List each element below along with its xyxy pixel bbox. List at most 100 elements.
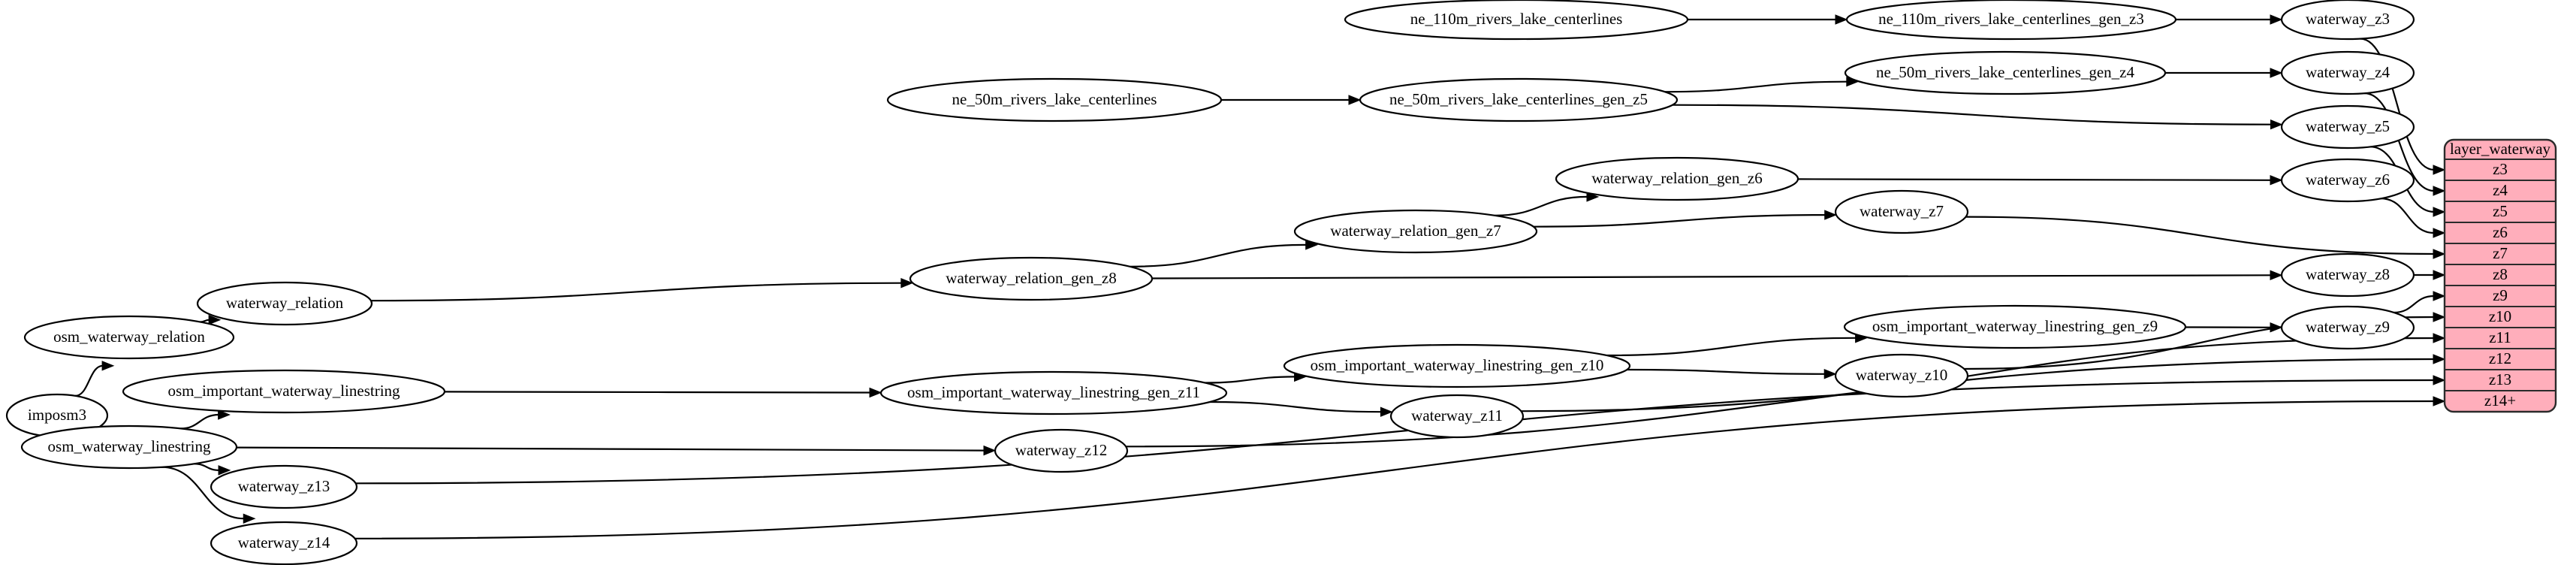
node-shape (1834, 353, 1969, 398)
node-osm_important_waterway_linestring_gen_z9[interactable]: osm_important_waterway_linestring_gen_z9 (1843, 304, 2187, 349)
edges-layer (64, 14, 2446, 539)
node-ne_110m_rivers_lake_centerlines[interactable]: ne_110m_rivers_lake_centerlines (1344, 0, 1689, 41)
node-osm_important_waterway_linestring[interactable]: osm_important_waterway_linestring (122, 369, 446, 414)
node-ne_50m_rivers_lake_centerlines[interactable]: ne_50m_rivers_lake_centerlines (886, 77, 1223, 122)
node-waterway_relation_gen_z6[interactable]: waterway_relation_gen_z6 (1555, 156, 1799, 201)
edge-arrowhead (2433, 249, 2446, 259)
table-row-label-z9: z9 (2493, 286, 2508, 304)
table-row-z3[interactable] (2445, 159, 2556, 181)
node-label: waterway_z11 (1411, 406, 1503, 425)
node-label: waterway_z10 (1856, 366, 1947, 384)
node-label: osm_important_waterway_linestring_gen_z1… (1311, 356, 1604, 374)
edge-osm_waterway_linestring-to-waterway_z12 (236, 446, 985, 452)
edge-arrowhead (2270, 175, 2283, 186)
node-waterway_relation_gen_z8[interactable]: waterway_relation_gen_z8 (909, 256, 1154, 301)
edge-arrowhead (2433, 270, 2446, 280)
node-label: waterway_z8 (2306, 265, 2390, 283)
node-shape (1389, 394, 1525, 439)
edge-waterway_z11-to-layer_waterway-z11 (1521, 337, 2435, 412)
table-row-z7[interactable] (2445, 243, 2556, 265)
node-label: waterway_z6 (2306, 171, 2390, 189)
node-waterway_relation_gen_z7[interactable]: waterway_relation_gen_z7 (1293, 209, 1538, 254)
node-osm_important_waterway_linestring_gen_z10[interactable]: osm_important_waterway_linestring_gen_z1… (1283, 343, 1631, 388)
node-label: osm_important_waterway_linestring (167, 382, 400, 400)
edge-osm_important_waterway_linestring_gen_z10-to-osm_important_waterway_linestring_gen_z9 (1606, 337, 1857, 357)
node-waterway_z7[interactable]: waterway_z7 (1834, 189, 1969, 234)
node-label: waterway_relation_gen_z6 (1591, 169, 1762, 187)
nodes-layer: imposm3osm_waterway_relationosm_waterway… (5, 0, 2415, 565)
table-row-label-z7: z7 (2493, 244, 2508, 262)
node-shape (210, 464, 358, 509)
edge-waterway_relation_gen_z7-to-waterway_relation_gen_z6 (1495, 195, 1588, 216)
node-osm_waterway_linestring[interactable]: osm_waterway_linestring (20, 425, 238, 470)
edge-arrowhead (2433, 312, 2446, 322)
edge-arrowhead (2433, 375, 2446, 385)
node-shape (909, 256, 1154, 301)
node-label: osm_waterway_relation (53, 328, 205, 346)
node-shape (879, 370, 1228, 415)
edge-arrowhead (208, 314, 222, 325)
edge-osm_waterway_linestring-to-osm_important_waterway_linestring (180, 413, 219, 430)
node-waterway_z3[interactable]: waterway_z3 (2280, 0, 2415, 41)
node-ne_50m_rivers_lake_centerlines_gen_z5[interactable]: ne_50m_rivers_lake_centerlines_gen_z5 (1359, 77, 1679, 122)
node-label: waterway_z13 (238, 477, 330, 495)
edge-arrowhead (2433, 186, 2446, 196)
edge-waterway_z12-to-layer_waterway-z12 (1126, 358, 2435, 448)
node-waterway_z5[interactable]: waterway_z5 (2280, 104, 2415, 150)
table-row-label-z10: z10 (2489, 307, 2511, 325)
node-layer-waterway-table[interactable]: layer_waterwayz3z4z5z6z7z8z9z10z11z12z13… (2443, 138, 2557, 413)
edge-arrowhead (1824, 210, 1838, 220)
node-waterway_z4[interactable]: waterway_z4 (2280, 50, 2415, 95)
node-waterway_z6[interactable]: waterway_z6 (2280, 158, 2415, 203)
node-osm_important_waterway_linestring_gen_z11[interactable]: osm_important_waterway_linestring_gen_z1… (879, 370, 1228, 415)
edge-osm_important_waterway_linestring_gen_z10-to-waterway_z10 (1627, 368, 1826, 375)
node-shape (1359, 77, 1679, 122)
node-shape (1283, 343, 1631, 388)
edge-arrowhead (2270, 68, 2283, 78)
table-row-label-z14+: z14+ (2484, 391, 2516, 409)
table-row-label-z12: z12 (2489, 349, 2511, 367)
node-ne_50m_rivers_lake_centerlines_gen_z4[interactable]: ne_50m_rivers_lake_centerlines_gen_z4 (1844, 50, 2167, 95)
node-waterway_z11[interactable]: waterway_z11 (1389, 394, 1525, 439)
node-waterway_z14[interactable]: waterway_z14 (210, 521, 358, 565)
edge-osm_waterway_linestring-to-waterway_z13 (194, 463, 220, 471)
node-waterway_z8[interactable]: waterway_z8 (2280, 252, 2415, 298)
node-shape (196, 281, 373, 326)
edge-arrowhead (869, 387, 882, 398)
node-waterway_relation[interactable]: waterway_relation (196, 281, 373, 326)
table-body: layer_waterwayz3z4z5z6z7z8z9z10z11z12z13… (2445, 140, 2556, 412)
node-waterway_z10[interactable]: waterway_z10 (1834, 353, 1969, 398)
edge-arrowhead (2433, 291, 2446, 301)
edge-waterway_relation_gen_z7-to-waterway_z7 (1533, 214, 1826, 228)
edge-arrowhead (2270, 270, 2283, 281)
node-label: waterway_z12 (1015, 441, 1107, 459)
table-row-z5[interactable] (2445, 201, 2556, 223)
node-label: ne_50m_rivers_lake_centerlines_gen_z4 (1876, 63, 2135, 81)
table-row-label-z11: z11 (2489, 328, 2511, 346)
node-label: waterway_z5 (2306, 117, 2390, 135)
node-waterway_z9[interactable]: waterway_z9 (2280, 305, 2415, 350)
node-shape (886, 77, 1223, 122)
node-osm_waterway_relation[interactable]: osm_waterway_relation (23, 315, 235, 360)
table-row-z8[interactable] (2445, 264, 2556, 286)
edge-arrowhead (983, 445, 997, 456)
edge-arrowhead (1380, 406, 1393, 417)
edge-imposm3-to-osm_waterway_relation (74, 364, 104, 397)
edge-arrowhead (2433, 396, 2446, 406)
node-waterway_z12[interactable]: waterway_z12 (994, 428, 1129, 473)
node-waterway_z13[interactable]: waterway_z13 (210, 464, 358, 509)
edge-arrowhead (900, 277, 914, 289)
edge-arrowhead (2270, 14, 2283, 25)
edge-arrowhead (2433, 207, 2446, 217)
table-row-z13[interactable] (2445, 369, 2556, 391)
node-label: waterway_z7 (1860, 202, 1944, 220)
table-row-z14+[interactable] (2445, 390, 2556, 412)
edge-waterway_relation_gen_z8-to-waterway_z8 (1151, 274, 2272, 279)
node-shape (2280, 305, 2415, 350)
table-row-label-z5: z5 (2493, 202, 2508, 220)
edge-waterway_relation_gen_z6-to-waterway_z6 (1797, 178, 2272, 181)
node-shape (1293, 209, 1538, 254)
node-ne_110m_rivers_lake_centerlines_gen_z3[interactable]: ne_110m_rivers_lake_centerlines_gen_z3 (1845, 0, 2177, 41)
edge-arrowhead (2433, 333, 2446, 343)
